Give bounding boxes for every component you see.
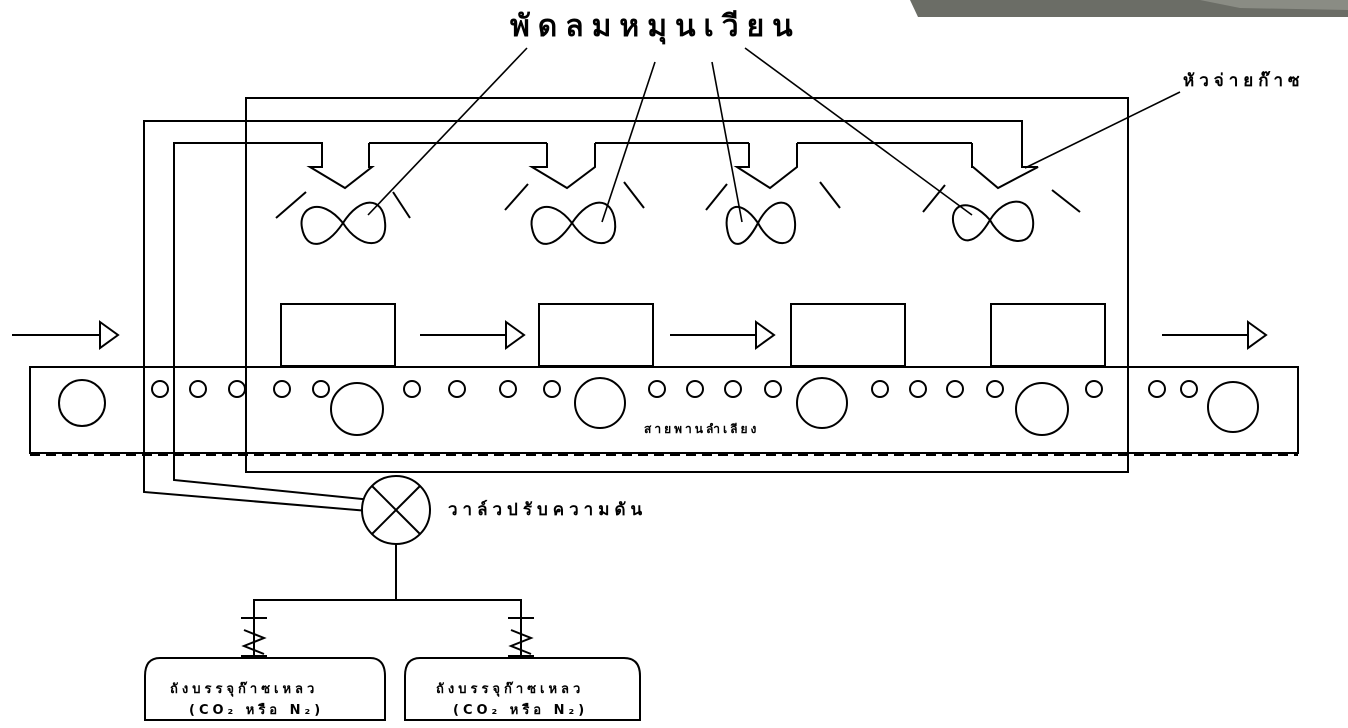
- tank-right-label-2: (CO₂ หรือ N₂): [453, 702, 588, 718]
- photo-corner: [910, 0, 1348, 17]
- fan-3: [706, 182, 840, 244]
- gas-nozzles: [310, 143, 1038, 188]
- pressure-valve-label: วาล์วปรับความดัน: [448, 499, 647, 520]
- tank-left-label-2: (CO₂ หรือ N₂): [189, 702, 324, 718]
- fan-4: [923, 185, 1080, 241]
- gas-pipe-inner: [174, 143, 972, 502]
- tank-right-label-1: ถังบรรจุก๊าซเหลว: [436, 682, 584, 697]
- flow-arrows: [12, 322, 1266, 348]
- conveyor-label: สายพานลำเลียง: [644, 422, 759, 436]
- fans-title: พัดลมหมุนเวียน: [510, 9, 801, 45]
- tank-left-label-1: ถังบรรจุก๊าซเหลว: [170, 682, 318, 697]
- pressure-valve: [362, 476, 430, 544]
- gas-nozzle-leader: [1025, 92, 1180, 168]
- tank-piping: [254, 544, 521, 655]
- conveyor-belt: [30, 367, 1298, 455]
- gas-nozzle-label: หัวจ่ายก๊าซ: [1183, 71, 1305, 91]
- fan-leader-lines: [368, 48, 972, 222]
- fan-2: [505, 182, 644, 244]
- fan-1: [276, 192, 410, 244]
